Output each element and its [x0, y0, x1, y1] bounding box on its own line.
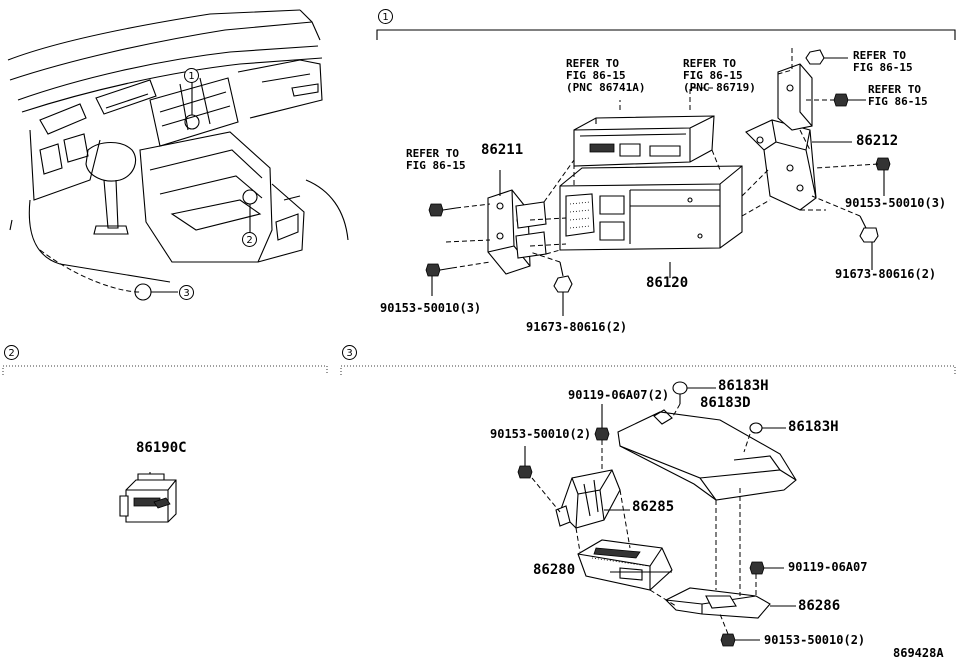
part-label-91673-80616-right: 91673-80616(2) — [835, 267, 937, 281]
reference-fig-left: REFER TO FIG 86-15 — [406, 147, 466, 172]
overview-callout-2: 2 — [242, 232, 257, 247]
bracket-86286 — [665, 587, 771, 619]
module-86280 — [577, 539, 673, 591]
part-label-90119-06A07: 90119-06A07 — [788, 560, 868, 574]
cover-86183D — [617, 409, 797, 501]
reference-fig-right: REFER TO FIG 86-15 — [868, 83, 928, 108]
screws-section-3 — [517, 404, 784, 647]
section-2-bracket — [2, 365, 328, 375]
part-label-86183H-right: 86183H — [788, 419, 839, 435]
bracket-86285 — [555, 469, 621, 529]
part-label-86183H-top: 86183H — [718, 378, 769, 394]
section-2-marker: 2 — [4, 345, 19, 360]
overview-callout-1: 1 — [184, 68, 199, 83]
part-label-90153-50010-left: 90153-50010(3) — [380, 301, 482, 315]
bracket-86211 — [487, 189, 547, 275]
reference-pnc-86719: REFER TO FIG 86-15 (PNC 86719) — [683, 57, 756, 94]
reference-fig-top-right: REFER TO FIG 86-15 — [853, 49, 913, 74]
assembly-lines-section-3 — [531, 403, 796, 635]
section-1-bracket — [376, 29, 956, 40]
part-label-90119-06A07-2: 90119-06A07(2) — [568, 388, 670, 402]
assembly-lines-section-1 — [431, 48, 885, 316]
part-label-86211: 86211 — [481, 142, 524, 158]
part-label-90153-50010-2-top: 90153-50010(2) — [490, 427, 592, 441]
upper-receiver-module — [573, 115, 715, 167]
usb-port-86190C — [119, 472, 177, 523]
reference-pnc-86741A: REFER TO FIG 86-15 (PNC 86741A) — [566, 57, 646, 94]
clip-86183H-right — [749, 422, 786, 434]
section-3-marker: 3 — [342, 345, 357, 360]
part-label-86280: 86280 — [533, 562, 576, 578]
part-label-86285: 86285 — [632, 499, 675, 515]
screws-section-1 — [425, 49, 891, 293]
part-label-90153-50010-right: 90153-50010(3) — [845, 196, 947, 210]
overview-callout-3: 3 — [179, 285, 194, 300]
dashboard-overview-drawing — [7, 9, 349, 301]
part-label-86212: 86212 — [856, 133, 899, 149]
section-1-marker: 1 — [378, 9, 393, 24]
diagram-code: 869428A — [893, 646, 944, 660]
section-3-bracket — [340, 365, 956, 375]
bracket-86212 — [745, 63, 817, 211]
radio-receiver-86120 — [559, 165, 743, 251]
clip-86183H-top — [672, 381, 716, 404]
part-label-91673-80616-left: 91673-80616(2) — [526, 320, 628, 334]
part-label-86120: 86120 — [646, 275, 689, 291]
part-label-86183D: 86183D — [700, 395, 751, 411]
part-label-86286: 86286 — [798, 598, 841, 614]
part-label-86190C: 86190C — [136, 440, 187, 456]
part-label-90153-50010-2-bottom: 90153-50010(2) — [764, 633, 866, 647]
